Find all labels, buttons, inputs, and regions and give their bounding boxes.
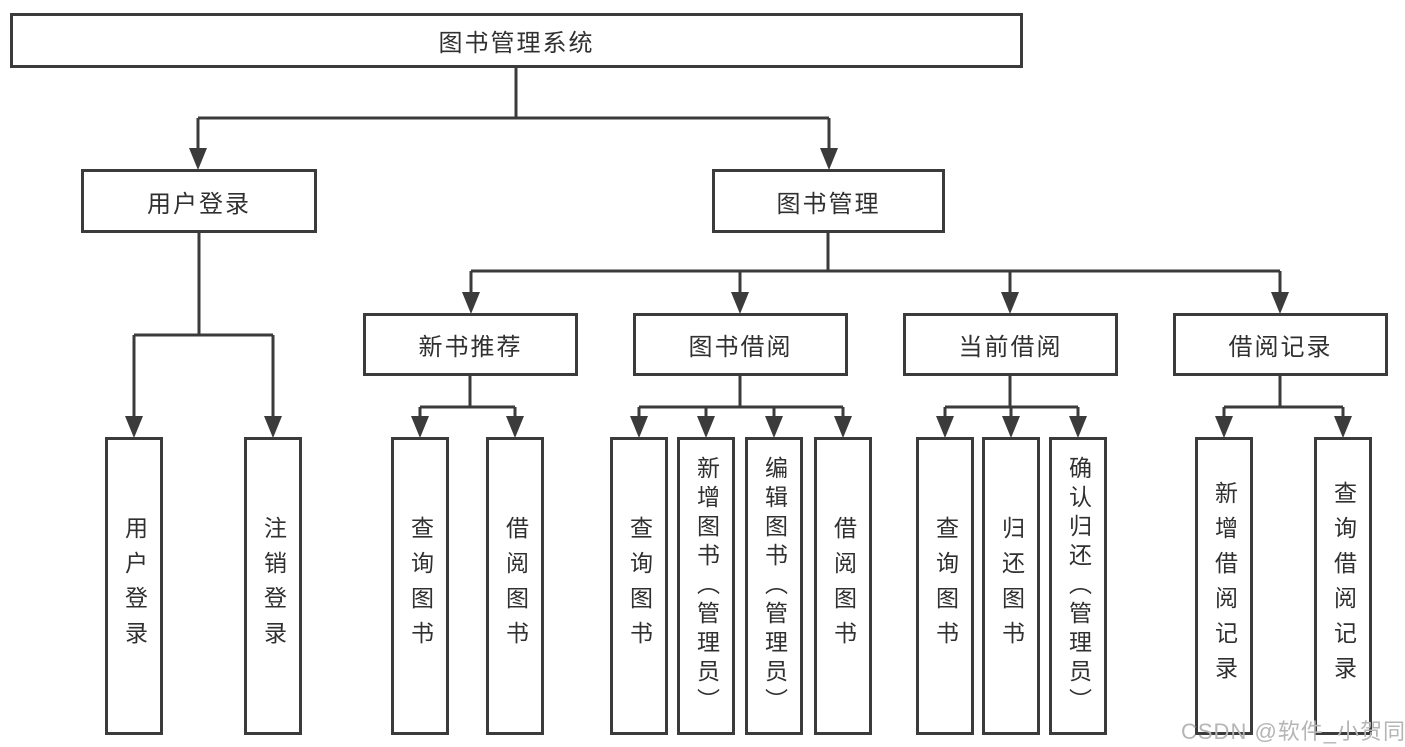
leaf-logout: 注销登录	[244, 437, 302, 735]
leaf-add-book-admin: 新增图书（管理员）	[677, 437, 735, 735]
leaf-confirm-return-admin-label: 确认归还（管理员）	[1065, 455, 1092, 717]
node-book-borrow-label: 图书借阅	[688, 334, 793, 361]
node-book-management: 图书管理	[712, 169, 945, 233]
leaf-query-books-1-label: 查询图书	[407, 516, 434, 656]
leaf-query-borrow-record: 查询借阅记录	[1314, 437, 1372, 735]
leaf-add-book-admin-label: 新增图书（管理员）	[693, 455, 720, 717]
leaf-add-borrow-record: 新增借阅记录	[1195, 437, 1253, 735]
leaf-borrow-books-1-label: 借阅图书	[502, 516, 529, 656]
node-new-book-recommend: 新书推荐	[363, 313, 578, 376]
leaf-edit-book-admin: 编辑图书（管理员）	[745, 437, 803, 735]
node-new-book-recommend-label: 新书推荐	[418, 334, 523, 361]
leaf-borrow-books-1: 借阅图书	[486, 437, 544, 735]
node-book-borrow: 图书借阅	[633, 313, 848, 376]
leaf-edit-book-admin-label: 编辑图书（管理员）	[761, 455, 788, 717]
leaf-return-book-label: 归还图书	[998, 516, 1025, 656]
leaf-query-books-2-label: 查询图书	[626, 516, 653, 656]
node-current-borrow-label: 当前借阅	[958, 334, 1063, 361]
leaf-query-books-2: 查询图书	[610, 437, 668, 735]
node-borrow-records-label: 借阅记录	[1228, 334, 1333, 361]
leaf-query-books-3-label: 查询图书	[932, 516, 959, 656]
csdn-watermark: CSDN @软件_小贺同学	[1181, 719, 1405, 744]
leaf-borrow-books-2: 借阅图书	[814, 437, 872, 735]
node-user-login-label: 用户登录	[147, 190, 251, 218]
leaf-query-borrow-record-label: 查询借阅记录	[1330, 481, 1357, 691]
leaf-return-book: 归还图书	[982, 437, 1040, 735]
leaf-query-books-3: 查询图书	[916, 437, 974, 735]
leaf-user-login: 用户登录	[105, 437, 163, 735]
node-borrow-records: 借阅记录	[1173, 313, 1388, 376]
node-user-login: 用户登录	[81, 169, 317, 233]
node-library-system: 图书管理系统	[10, 13, 1023, 68]
node-current-borrow: 当前借阅	[903, 313, 1118, 376]
leaf-confirm-return-admin: 确认归还（管理员）	[1049, 437, 1107, 735]
leaf-query-books-1: 查询图书	[391, 437, 449, 735]
node-library-system-label: 图书管理系统	[438, 30, 595, 57]
node-book-management-label: 图书管理	[776, 190, 881, 218]
leaf-add-borrow-record-label: 新增借阅记录	[1211, 481, 1238, 691]
leaf-user-login-label: 用户登录	[121, 516, 148, 656]
leaf-borrow-books-2-label: 借阅图书	[830, 516, 857, 656]
leaf-logout-label: 注销登录	[260, 516, 287, 656]
